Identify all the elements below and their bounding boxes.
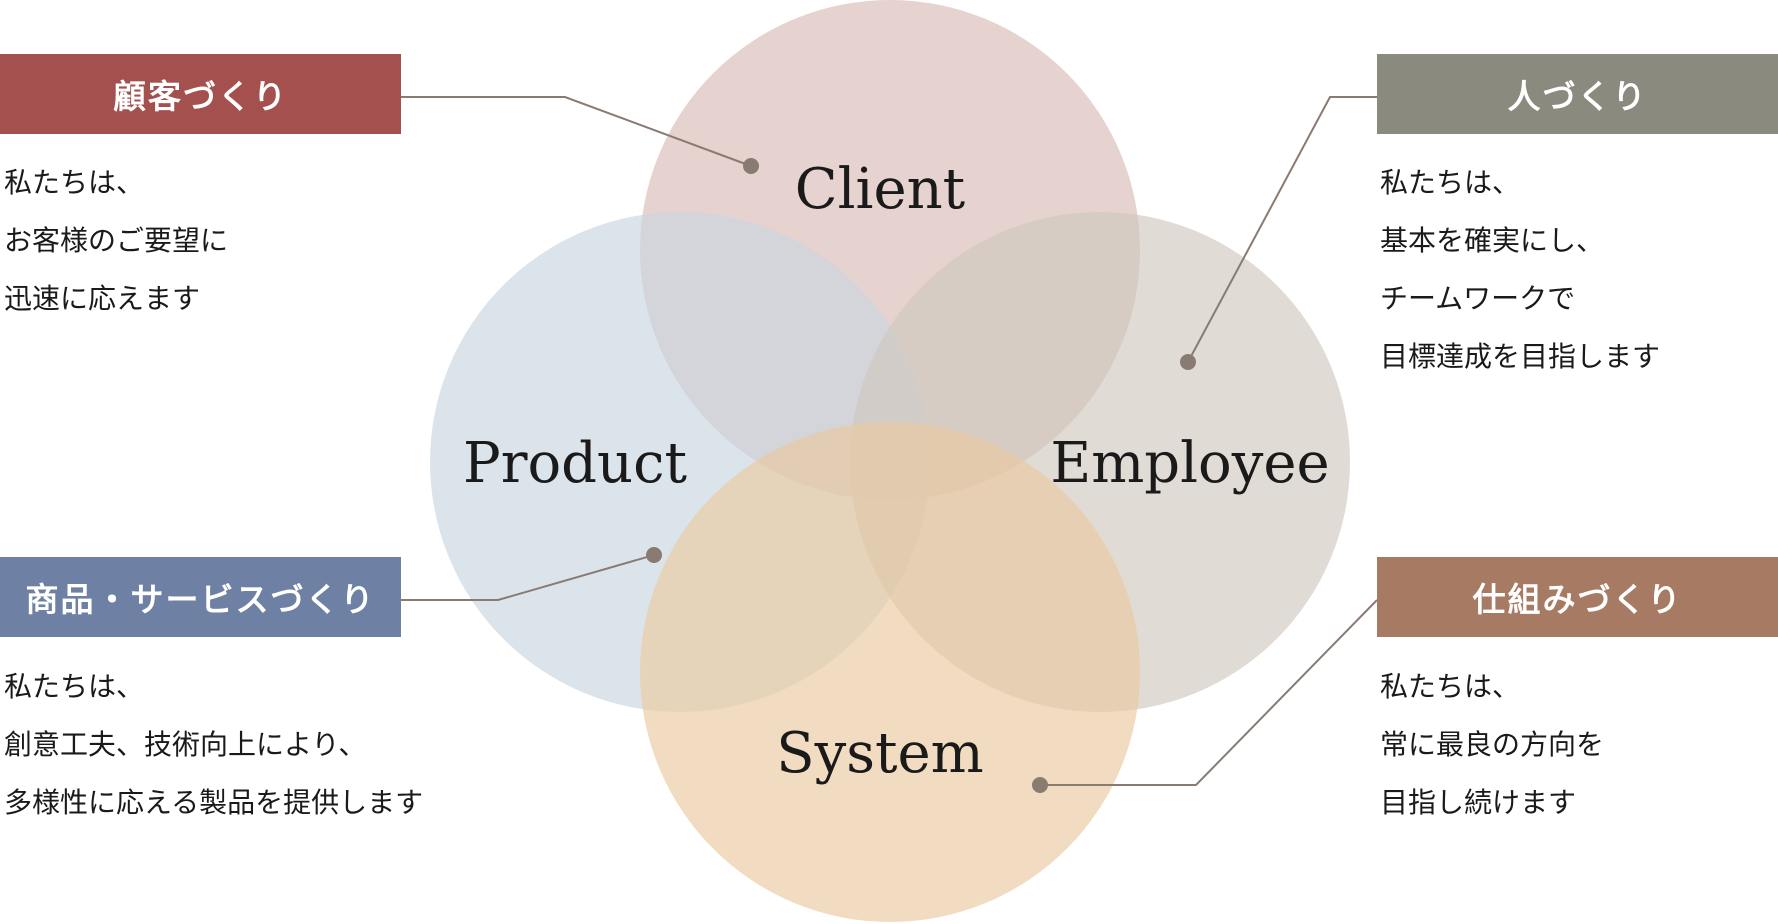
connectors bbox=[400, 96, 1378, 793]
system-desc-line: 常に最良の方向を bbox=[1380, 728, 1605, 761]
system-description: 私たちは、 常に最良の方向を 目指し続けます bbox=[1380, 658, 1604, 832]
client-connector-dot bbox=[743, 158, 759, 174]
client-desc-line: お客様のご要望に bbox=[4, 224, 229, 257]
system-title: 仕組みづくり bbox=[1472, 580, 1683, 619]
client-title: 顧客づくり bbox=[113, 77, 288, 116]
product-connector-line bbox=[400, 554, 655, 601]
client-desc-line: 迅速に応えます bbox=[4, 282, 201, 315]
client-title-badge: 顧客づくり bbox=[0, 54, 401, 134]
product-desc-line: 多様性に応える製品を提供します bbox=[4, 786, 424, 819]
system-desc-line: 目指し続けます bbox=[1380, 786, 1577, 819]
employee-connector-dot bbox=[1180, 354, 1196, 370]
employee-title-badge: 人づくり bbox=[1377, 54, 1778, 134]
product-connector-dot bbox=[646, 547, 662, 563]
employee-desc-line: 基本を確実にし、 bbox=[1380, 224, 1605, 257]
product-label: Product bbox=[463, 431, 687, 496]
product-title-badge: 商品・サービスづくり bbox=[0, 557, 401, 637]
product-desc-line: 私たちは、 bbox=[4, 670, 145, 703]
system-title-badge: 仕組みづくり bbox=[1377, 557, 1778, 637]
product-title: 商品・サービスづくり bbox=[25, 580, 376, 619]
employee-desc-line: 私たちは、 bbox=[1380, 166, 1521, 199]
client-label: Client bbox=[795, 157, 966, 222]
client-description: 私たちは、 お客様のご要望に 迅速に応えます bbox=[4, 154, 228, 328]
employee-desc-line: 目標達成を目指します bbox=[1380, 340, 1661, 373]
client-desc-line: 私たちは、 bbox=[4, 166, 145, 199]
system-label: System bbox=[776, 721, 983, 786]
employee-label: Employee bbox=[1050, 431, 1329, 496]
product-desc-line: 創意工夫、技術向上により、 bbox=[4, 728, 367, 761]
product-description: 私たちは、 創意工夫、技術向上により、 多様性に応える製品を提供します bbox=[4, 658, 423, 832]
employee-desc-line: チームワークで bbox=[1380, 282, 1576, 315]
system-connector-dot bbox=[1032, 777, 1048, 793]
system-desc-line: 私たちは、 bbox=[1380, 670, 1521, 703]
client-connector-line bbox=[400, 96, 752, 167]
employee-title: 人づくり bbox=[1507, 77, 1648, 116]
system-connector-line bbox=[1040, 599, 1378, 786]
system-circle bbox=[640, 422, 1140, 922]
employee-connector-line bbox=[1187, 96, 1377, 363]
employee-description: 私たちは、 基本を確実にし、 チームワークで 目標達成を目指します bbox=[1380, 154, 1660, 386]
